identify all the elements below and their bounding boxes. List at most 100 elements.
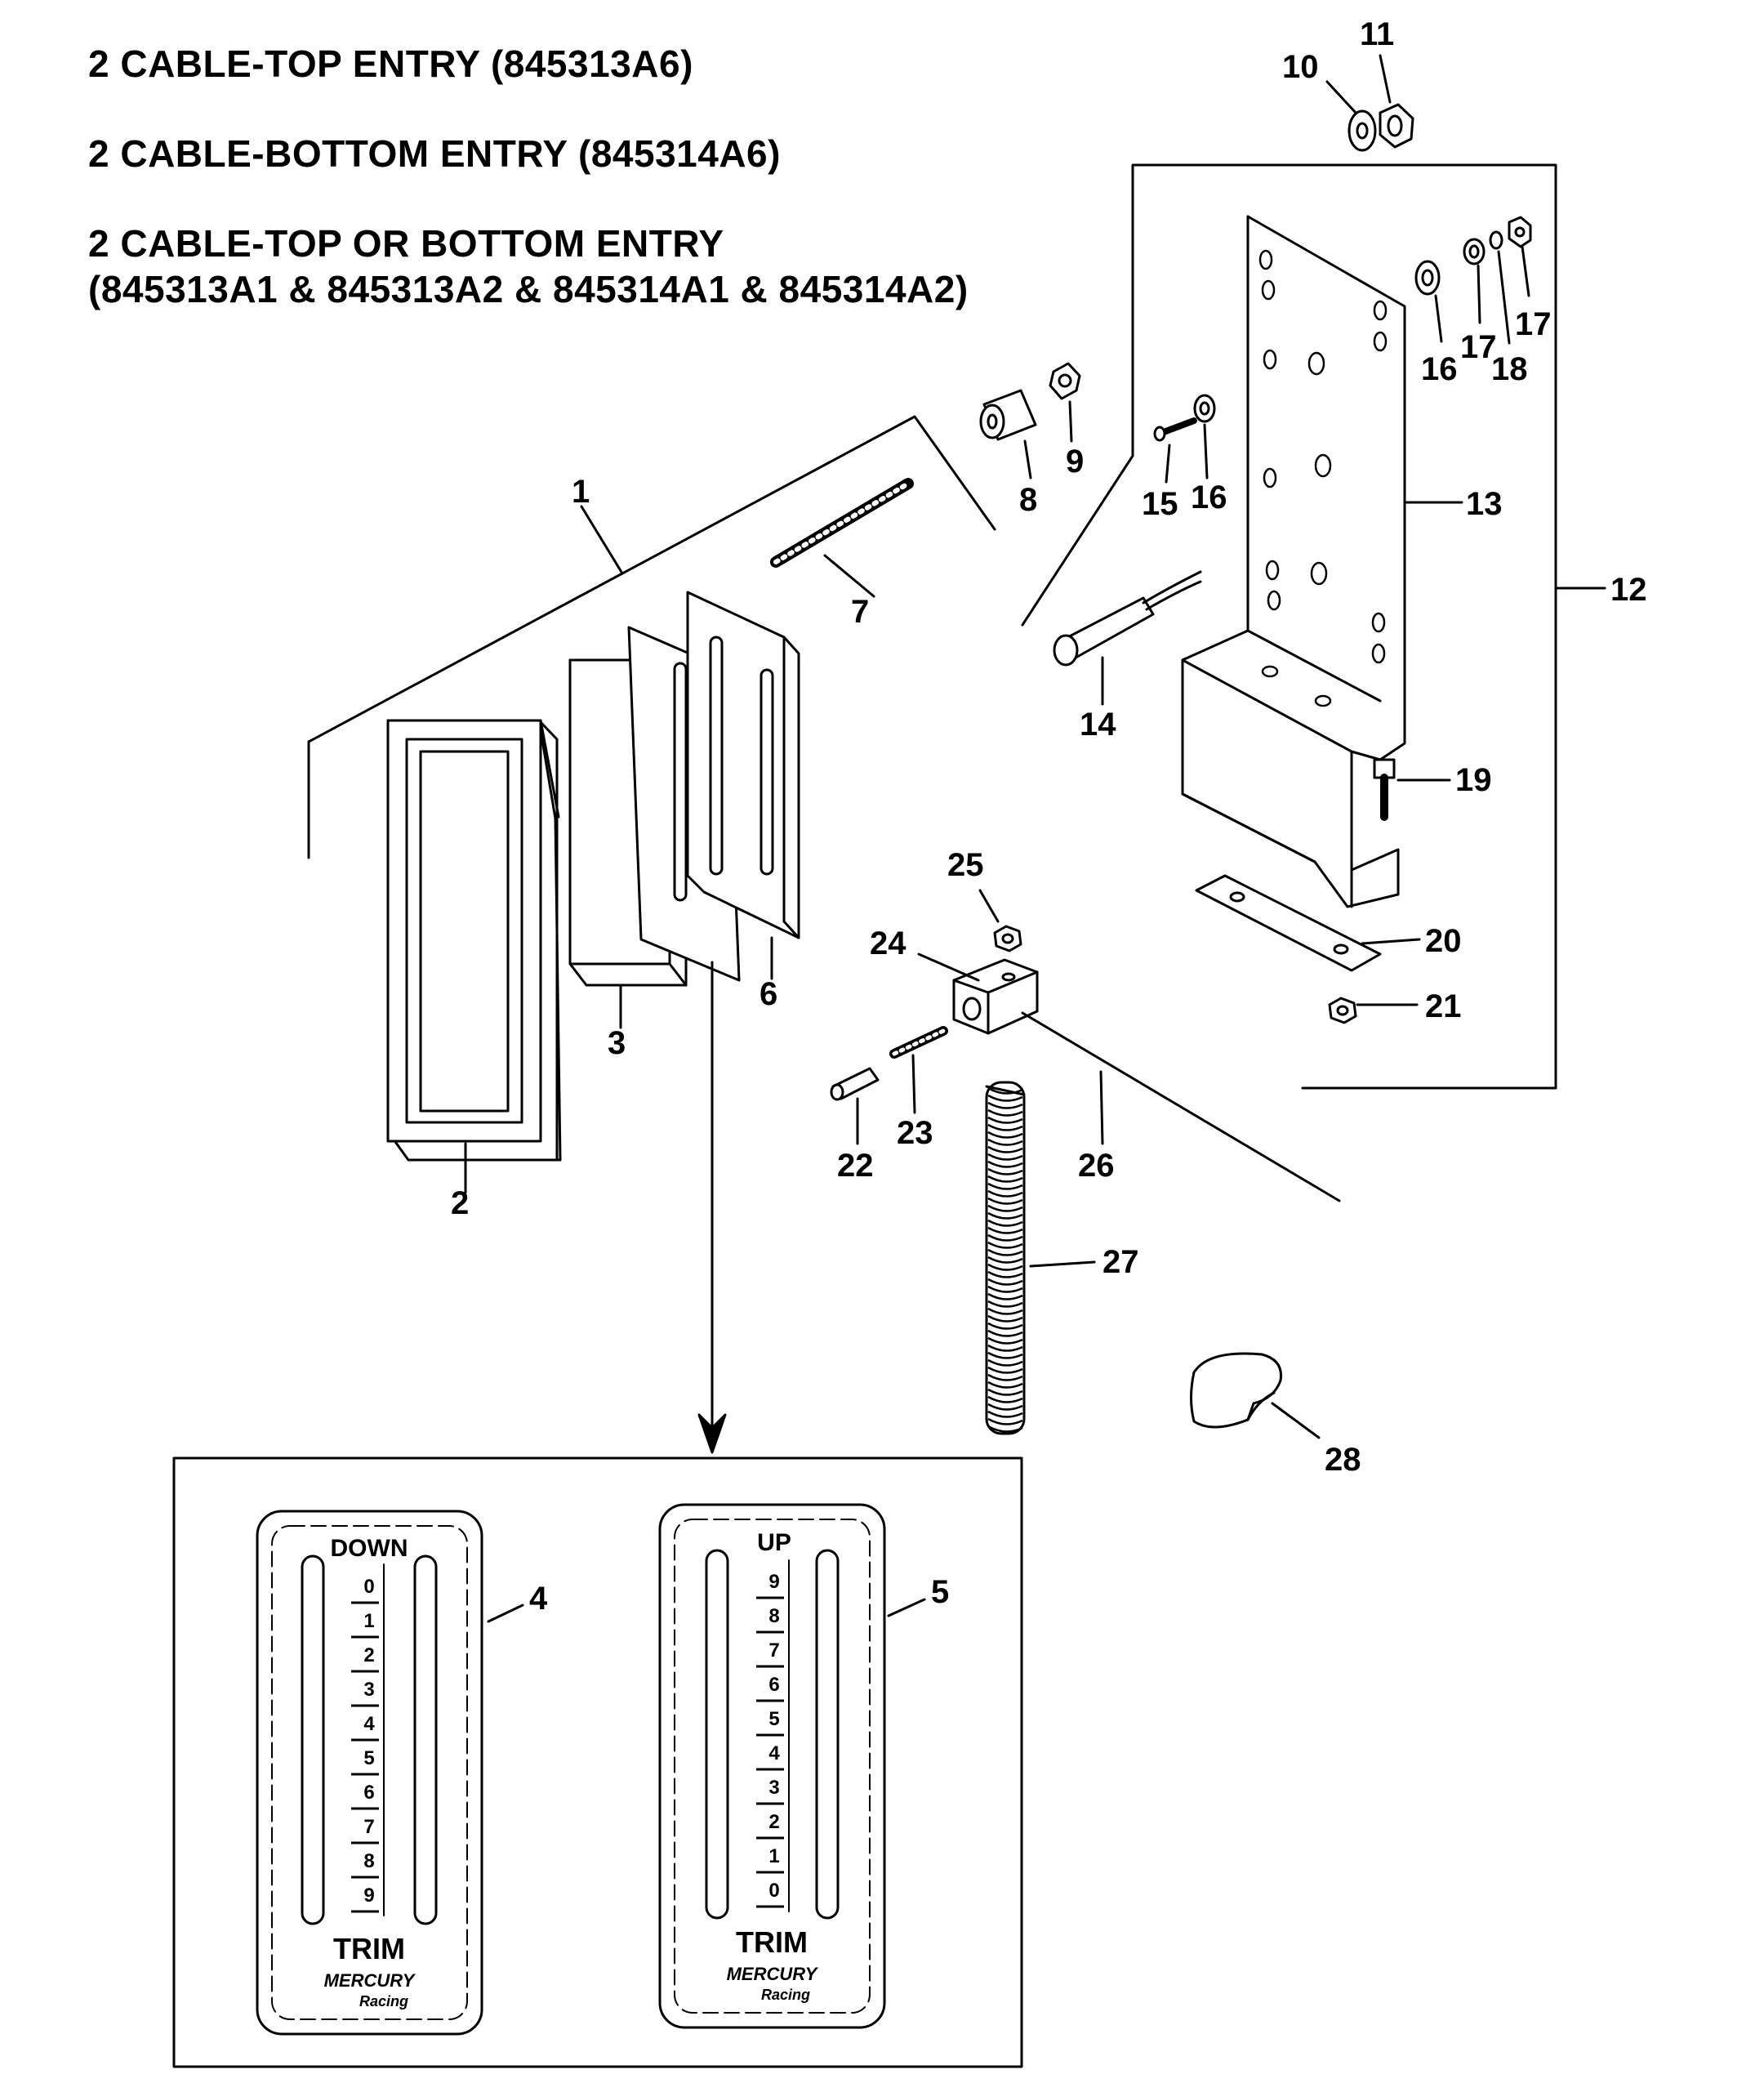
spring-coil [987, 1278, 1023, 1286]
spring-coil [987, 1175, 1023, 1183]
callout-1: 1 [572, 474, 590, 510]
assembly-12-bracket [1021, 163, 1557, 1090]
callout-3: 3 [608, 1025, 626, 1061]
callout-16b: 16 [1421, 351, 1458, 387]
leader-20 [1361, 938, 1421, 945]
decal-4-brand: MERCURY [324, 1970, 416, 1991]
leader-7 [823, 554, 875, 598]
spring-coil [987, 1351, 1023, 1359]
scale-number: 3 [768, 1777, 779, 1799]
decal-5-trim: TRIM [736, 1925, 808, 1959]
part-8-spacer [979, 389, 1037, 441]
part-19-bolt [1373, 758, 1396, 821]
callout-4: 4 [529, 1581, 548, 1617]
part-15-screw [1153, 417, 1197, 442]
spring-coil [987, 1410, 1023, 1418]
callout-7: 7 [851, 594, 869, 630]
callout-13: 13 [1466, 486, 1503, 522]
title-bottom-entry: 2 CABLE-BOTTOM ENTRY (845314A6) [88, 132, 781, 175]
callout-14: 14 [1080, 707, 1116, 743]
spring-coil [987, 1131, 1023, 1139]
scale-number: 6 [768, 1674, 779, 1696]
leader-25 [978, 889, 1000, 923]
leader-26 [1099, 1070, 1104, 1145]
part-18-lockwasher [1489, 230, 1503, 250]
spring-coil [987, 1256, 1023, 1264]
callout-18: 18 [1491, 351, 1528, 387]
decal-5-brand: MERCURY [727, 1964, 819, 1984]
scale-number: 9 [768, 1571, 779, 1593]
callout-28: 28 [1325, 1442, 1361, 1478]
part-2-bezel [386, 719, 562, 1162]
callout-10: 10 [1282, 49, 1319, 85]
spring-coil [987, 1322, 1023, 1330]
title-top-or-bottom: 2 CABLE-TOP OR BOTTOM ENTRY [88, 222, 724, 265]
spring-coil [987, 1167, 1023, 1175]
decal-4-trim: TRIM [333, 1932, 405, 1965]
callout-22: 22 [837, 1148, 874, 1184]
callout-5: 5 [931, 1574, 949, 1610]
callout-17a: 17 [1460, 329, 1497, 365]
spring-coil [987, 1292, 1023, 1300]
spring-coil [987, 1241, 1023, 1249]
leader-5 [887, 1598, 926, 1617]
scale-number: 3 [363, 1679, 374, 1701]
spring-coil [987, 1270, 1023, 1278]
decal-detail-frame [172, 1456, 1023, 2068]
spring-coil [987, 1211, 1023, 1220]
callout-16a: 16 [1191, 480, 1227, 515]
spring-coil [987, 1344, 1023, 1352]
scale-number: 7 [363, 1816, 374, 1838]
spring-coil [987, 1425, 1023, 1433]
title-top-entry: 2 CABLE-TOP ENTRY (845313A6) [88, 42, 693, 85]
part-21-locknut [1328, 997, 1357, 1024]
part-17-nut-b [1508, 216, 1532, 248]
callout-21: 21 [1425, 988, 1462, 1024]
decal-5-brand-sub: Racing [761, 1987, 810, 2003]
leader-23 [911, 1054, 916, 1114]
title-part-numbers: (845313A1 & 845313A2 & 845314A1 & 845314… [88, 268, 969, 310]
leader-27 [1029, 1260, 1096, 1268]
spring-coil [987, 1403, 1023, 1411]
decal-5-up [658, 1503, 886, 2029]
leader-1 [580, 505, 624, 575]
callout-23: 23 [897, 1115, 933, 1151]
spring-coil [987, 1219, 1023, 1227]
spring-coil [987, 1145, 1023, 1153]
leader-9 [1068, 400, 1073, 443]
callout-11: 11 [1360, 16, 1394, 52]
part-13-mounting-bracket [1181, 215, 1406, 908]
callout-12: 12 [1610, 572, 1647, 608]
part-17-nut-a [1463, 238, 1486, 265]
leader-16a [1203, 423, 1209, 480]
spring-coil [987, 1366, 1023, 1374]
part-10-washer [1348, 109, 1377, 152]
spring-coil [987, 1307, 1023, 1315]
leader-8 [1023, 439, 1032, 480]
callout-9: 9 [1066, 444, 1084, 480]
spring-coil [987, 1226, 1023, 1234]
spring-coil [987, 1388, 1023, 1396]
leader-10 [1325, 80, 1357, 114]
spring-coil [987, 1336, 1023, 1345]
callout-24: 24 [870, 926, 906, 961]
scale-number: 4 [768, 1742, 780, 1764]
callout-8: 8 [1019, 482, 1037, 518]
part-27-spring [985, 1081, 1026, 1435]
spring-27-coils [987, 1086, 1023, 1433]
scale-number: 8 [363, 1850, 374, 1872]
scale-number: 5 [363, 1747, 374, 1769]
callout-19: 19 [1455, 762, 1492, 798]
spring-coil [987, 1373, 1023, 1381]
part-23-spring [889, 1026, 948, 1059]
spring-coil [987, 1094, 1023, 1102]
part-11-nut [1379, 103, 1414, 149]
leader-24 [917, 952, 980, 982]
spring-coil [987, 1248, 1023, 1256]
callout-15: 15 [1142, 486, 1178, 522]
leader-17a [1477, 264, 1481, 324]
leader-18 [1497, 250, 1511, 345]
callout-6: 6 [760, 976, 777, 1012]
scale-number: 1 [363, 1610, 374, 1632]
